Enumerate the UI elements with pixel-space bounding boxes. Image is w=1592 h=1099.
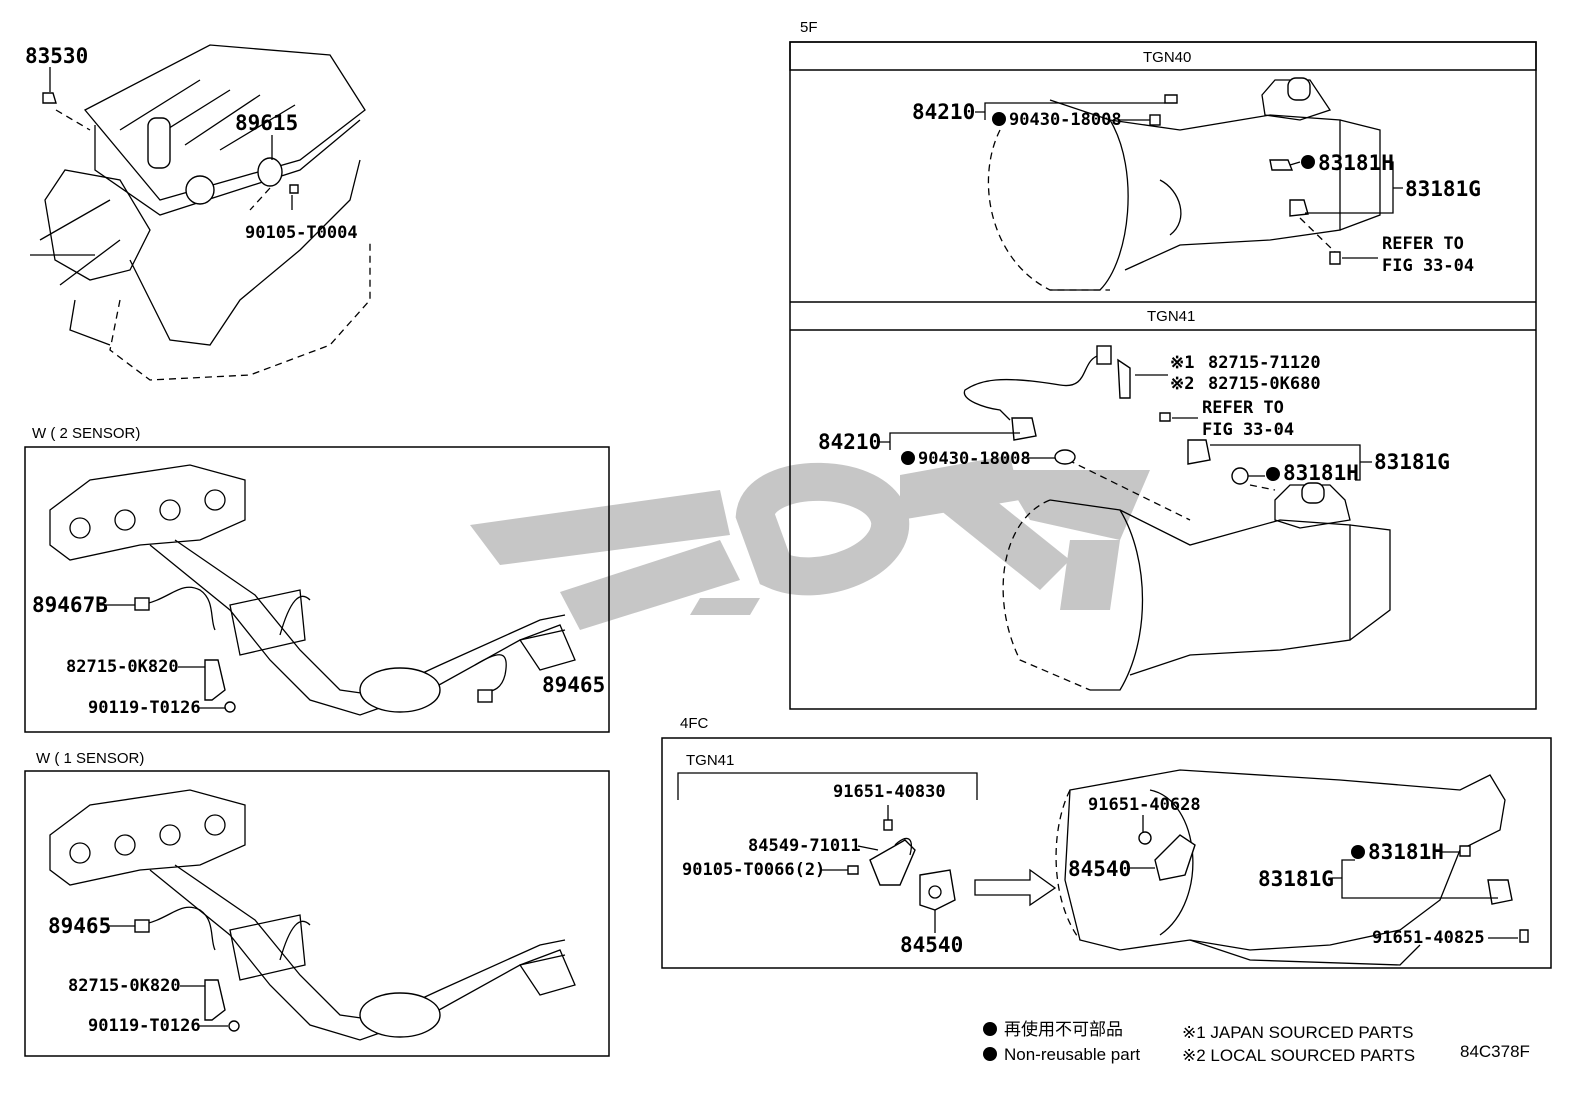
tgn41-refer-fig-label: FIG 33-04 [1202, 420, 1294, 440]
tgn41-mark1: ※1 [1170, 353, 1194, 373]
watermark-logo [470, 455, 1150, 630]
4fc-section-frame [661, 737, 1552, 969]
w2-section-title: W ( 2 SENSOR) [32, 425, 140, 442]
w2-part-90119-T0126-label: 90119-T0126 [88, 698, 201, 718]
w2-part-89465-label: 89465 [542, 673, 605, 697]
tgn40-transmission [987, 77, 1381, 291]
4fc-part-84540-left-label: 84540 [900, 933, 963, 957]
4fc-transmission [1055, 769, 1529, 966]
tgn41-refer-to-label: REFER TO [1202, 398, 1284, 418]
tgn40-header: TGN40 [1143, 49, 1191, 66]
tgn41-transmission [963, 345, 1391, 691]
4fc-part-83181H-label: 83181H [1368, 840, 1444, 864]
w1-part-89465-label: 89465 [48, 914, 111, 938]
w1-sensor-wires [134, 906, 311, 1032]
4fc-part-91651-40830-label: 91651-40830 [833, 782, 946, 802]
w2-section-frame [24, 446, 610, 733]
engine-illustration [30, 44, 371, 381]
w2-part-82715-0K820-label: 82715-0K820 [66, 657, 179, 677]
legend-local-sourced: ※2 LOCAL SOURCED PARTS [1182, 1046, 1415, 1065]
tgn41-part-82715-71120-label: 82715-71120 [1208, 353, 1321, 373]
tgn41-part-90430-18008-label: 90430-18008 [918, 449, 1031, 469]
direction-arrow [974, 868, 1057, 907]
w2-sensor-wires [134, 586, 507, 713]
4fc-part-91651-40825-label: 91651-40825 [1372, 928, 1485, 948]
legend-non-reusable-jp: 再使用不可部品 [1004, 1019, 1123, 1039]
w1-part-82715-0K820-label: 82715-0K820 [68, 976, 181, 996]
w2-part-89467B-label: 89467B [32, 593, 108, 617]
4fc-part-90105-T0066-label: 90105-T0066(2) [682, 860, 825, 880]
tgn40-refer-fig-label: FIG 33-04 [1382, 256, 1474, 276]
4fc-part-91651-40628-label: 91651-40628 [1088, 795, 1201, 815]
legend-japan-sourced: ※1 JAPAN SOURCED PARTS [1182, 1023, 1414, 1042]
tgn40-part-83181G-label: 83181G [1405, 177, 1481, 201]
part-90105-T0004-label: 90105-T0004 [245, 223, 358, 243]
part-89615-label: 89615 [235, 111, 298, 135]
tgn41-part-82715-0K680-label: 82715-0K680 [1208, 374, 1321, 394]
tgn40-part-90430-18008-label: 90430-18008 [1009, 110, 1122, 130]
w1-section-title: W ( 1 SENSOR) [36, 750, 144, 767]
tgn41-part-84210-label: 84210 [818, 430, 881, 454]
tgn40-part-84210-label: 84210 [912, 100, 975, 124]
tgn41-header: TGN41 [1147, 308, 1195, 325]
w1-part-90119-T0126-label: 90119-T0126 [88, 1016, 201, 1036]
part-83530-label: 83530 [25, 44, 88, 68]
tgn41-mark2: ※2 [1170, 374, 1194, 394]
4fc-part-84540-right-label: 84540 [1068, 857, 1131, 881]
w1-section-frame [24, 770, 610, 1057]
tgn41-part-83181H-label: 83181H [1283, 461, 1359, 485]
w2-exhaust-manifold [49, 464, 576, 716]
legend-non-reusable-en: Non-reusable part [1004, 1045, 1140, 1064]
tgn41-part-83181G-label: 83181G [1374, 450, 1450, 474]
4fc-section-title: 4FC [680, 715, 709, 732]
tgn40-refer-to-label: REFER TO [1382, 234, 1464, 254]
w1-exhaust-manifold [49, 789, 576, 1041]
4fc-tgn41-subtitle: TGN41 [686, 752, 734, 769]
4fc-part-84549-71011-label: 84549-71011 [748, 836, 861, 856]
4fc-part-83181G-label: 83181G [1258, 867, 1334, 891]
4fc-sensor-assembly [847, 819, 956, 911]
tgn40-part-83181H-label: 83181H [1318, 151, 1394, 175]
5f-section-title: 5F [800, 19, 818, 36]
figure-code: 84C378F [1460, 1042, 1530, 1061]
